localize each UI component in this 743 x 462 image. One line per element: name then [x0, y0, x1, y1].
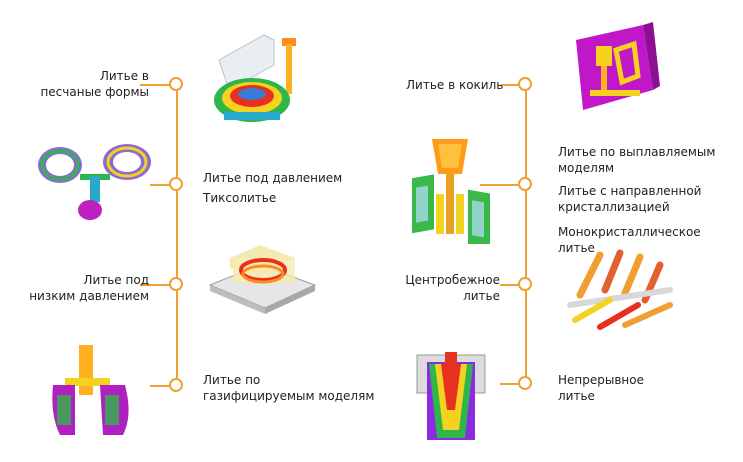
- right-connector-2: [480, 184, 526, 186]
- label-permanent-mold: Литье в кокиль: [406, 78, 504, 92]
- left-connector-2: [150, 184, 176, 186]
- left-connector-4: [150, 385, 176, 387]
- right-connector-3: [500, 284, 526, 286]
- label-lost-foam: Литье по газифицируемым моделям: [203, 373, 375, 403]
- right-connector-4: [500, 383, 526, 385]
- label-directional: Литье с направленной кристаллизацией: [558, 184, 702, 214]
- node-sand-casting[interactable]: [169, 77, 183, 91]
- node-low-pressure[interactable]: [169, 277, 183, 291]
- node-investment[interactable]: [518, 177, 532, 191]
- investment-casting-model-icon: [412, 139, 490, 244]
- node-centrifugal[interactable]: [518, 277, 532, 291]
- node-continuous[interactable]: [518, 376, 532, 390]
- continuous-casting-model-icon: [416, 352, 486, 440]
- label-continuous: Непрерывное литье: [558, 373, 644, 403]
- left-trunk-line: [176, 84, 178, 386]
- low-pressure-casting-model-icon: [208, 245, 317, 314]
- node-permanent-mold[interactable]: [518, 77, 532, 91]
- label-sand-casting: Литье в песчаные формы: [40, 69, 149, 99]
- centrifugal-casting-model-icon: [567, 249, 673, 330]
- right-trunk-line: [525, 84, 527, 386]
- right-connector-1: [500, 84, 526, 86]
- label-die-casting: Литье под давлением Тиксолитье: [203, 171, 343, 205]
- left-connector-3: [140, 284, 176, 286]
- permanent-mold-model-icon: [576, 22, 660, 110]
- label-centrifugal: Центробежное литье: [405, 273, 500, 303]
- label-single-crystal: Монокристаллическое литье: [558, 225, 701, 255]
- node-lost-foam[interactable]: [169, 378, 183, 392]
- label-low-pressure: Литье под низким давлением: [29, 273, 149, 303]
- label-investment: Литье по выплавляемым моделям: [558, 145, 716, 175]
- node-die-casting[interactable]: [169, 177, 183, 191]
- die-casting-model-icon: [38, 144, 151, 220]
- left-connector-1: [140, 84, 176, 86]
- sand-casting-model-icon: [214, 34, 296, 122]
- lost-foam-casting-model-icon: [52, 345, 129, 435]
